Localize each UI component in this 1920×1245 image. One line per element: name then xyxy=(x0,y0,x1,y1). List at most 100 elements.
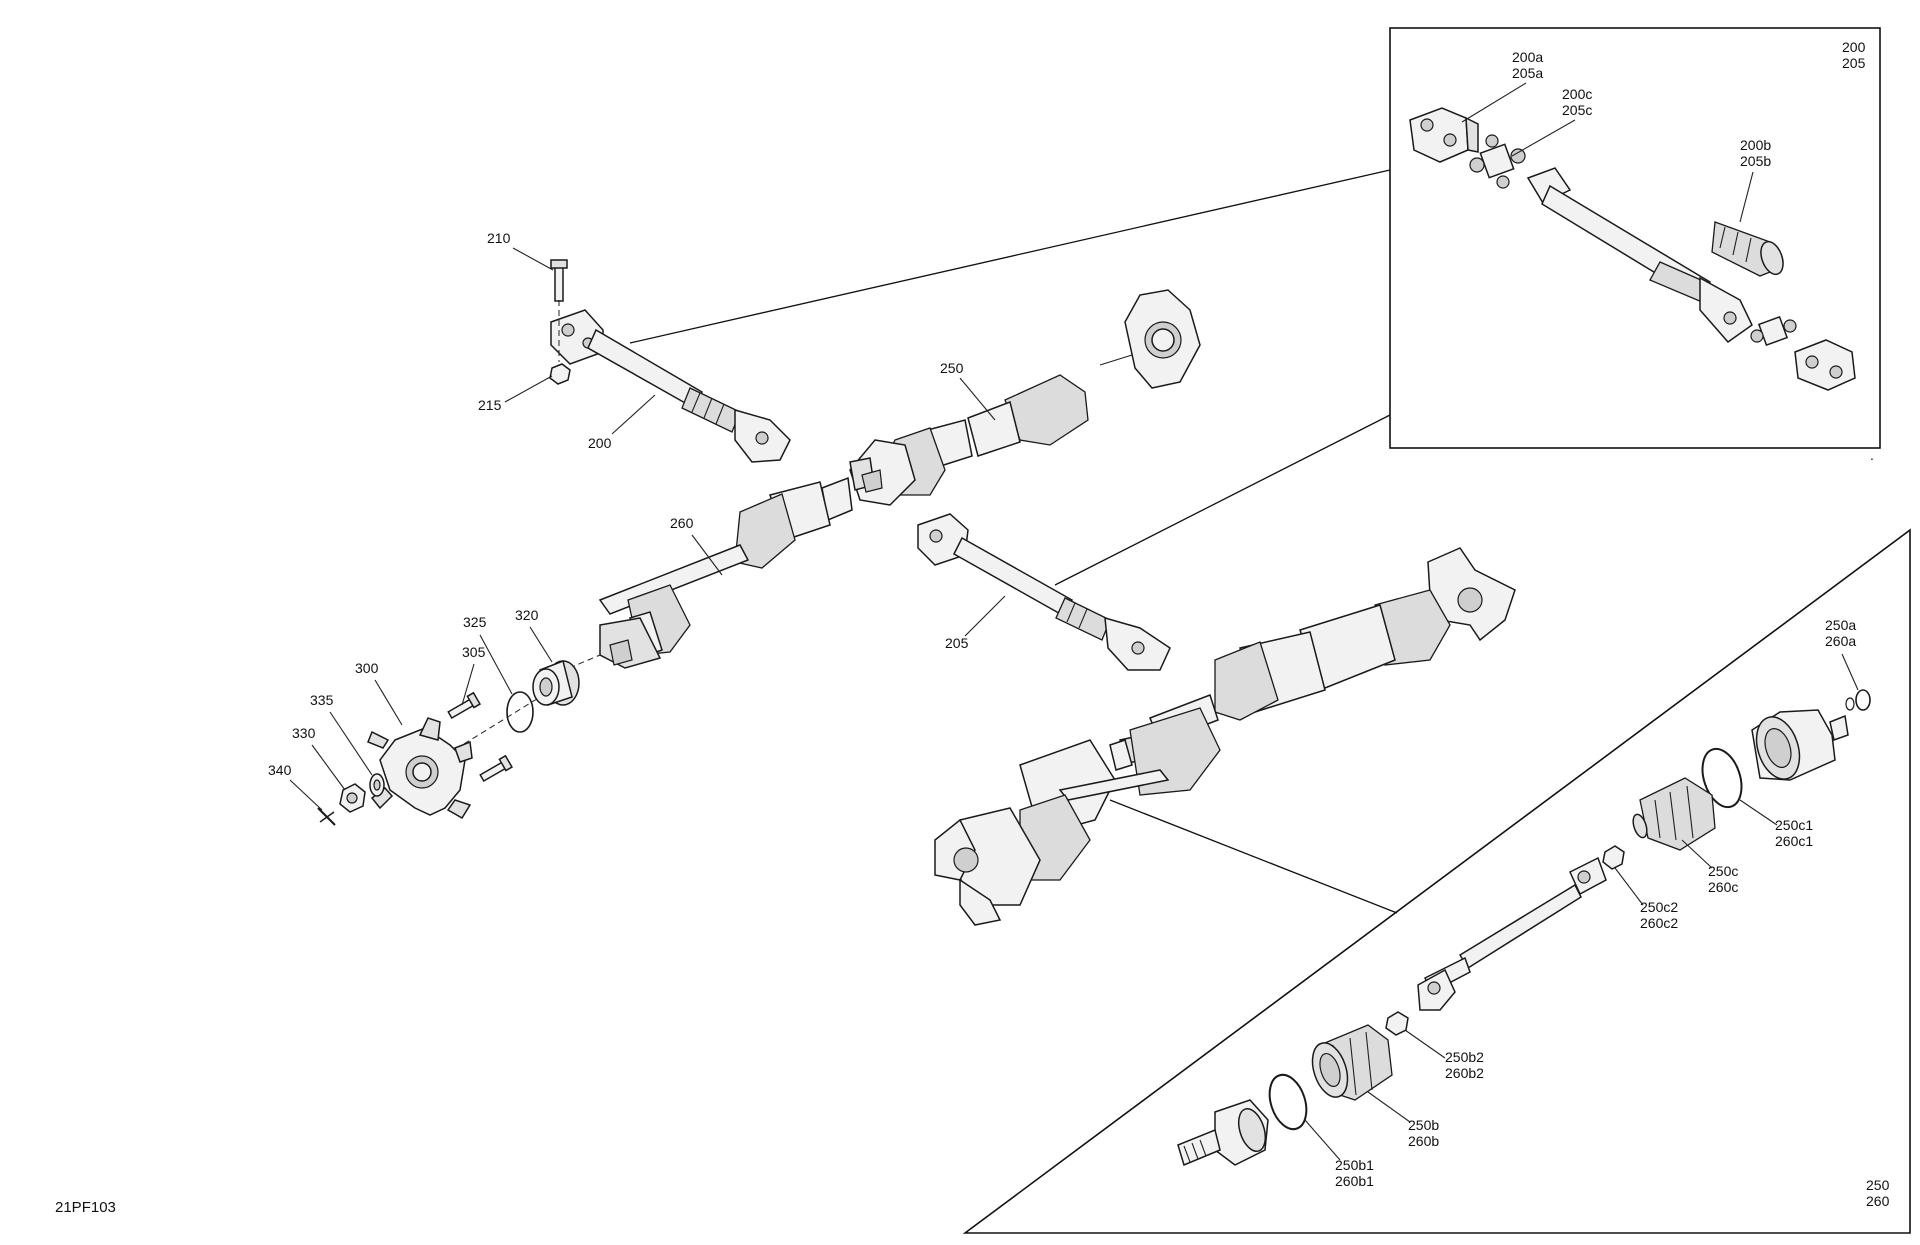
leader-250c2 xyxy=(1614,867,1644,906)
propshaft-body-inset xyxy=(1526,167,1753,344)
hub-300 xyxy=(367,717,473,820)
leader-300 xyxy=(374,679,403,726)
callout-215: 215 xyxy=(478,397,502,413)
leader-200a xyxy=(1461,82,1527,123)
callout-200: 200 xyxy=(588,435,612,451)
callout-250: 250 xyxy=(940,360,964,376)
leader-325 xyxy=(479,634,513,695)
callout-300: 300 xyxy=(355,660,379,676)
propshaft-assembly-205 xyxy=(917,513,1171,671)
callout-250b1-line2: 260b1 xyxy=(1335,1173,1374,1189)
callout-305: 305 xyxy=(462,644,486,660)
leader-340 xyxy=(289,779,323,811)
bolt-210 xyxy=(550,259,568,302)
inset-connector-axle xyxy=(1109,799,1398,914)
clamp-250b1 xyxy=(1268,1073,1308,1131)
leader-320 xyxy=(529,626,553,663)
inset-connector-line-lower xyxy=(1054,414,1391,586)
callout-200c-line1: 200c xyxy=(1562,86,1592,102)
callout-250b-line2: 260b xyxy=(1408,1133,1439,1149)
boot-250c xyxy=(1632,777,1716,851)
clamp-250c2 xyxy=(1602,845,1625,870)
drive-shaft-260 xyxy=(598,476,853,669)
callout-250c1-line1: 250c1 xyxy=(1775,817,1813,833)
callout-250a-line1: 250a xyxy=(1825,617,1856,633)
inset-connector-line-upper xyxy=(629,169,1391,344)
ujoint-cross-200c xyxy=(1469,134,1526,189)
callout-320: 320 xyxy=(515,607,539,623)
boot-part-200b xyxy=(1711,221,1784,277)
leader-205 xyxy=(964,595,1006,637)
callout-250b-line1: 250b xyxy=(1408,1117,1439,1133)
leader-260 xyxy=(691,534,723,576)
dash-axis-260 xyxy=(559,654,601,673)
nut-215 xyxy=(549,363,571,385)
leader-305 xyxy=(461,663,475,706)
callout-250b2-line2: 260b2 xyxy=(1445,1065,1484,1081)
leader-200b xyxy=(1739,171,1754,223)
leader-250c1 xyxy=(1739,799,1778,826)
leader-330 xyxy=(311,744,346,791)
callout-250c1-line2: 260c1 xyxy=(1775,833,1813,849)
bearing-320 xyxy=(532,659,580,706)
leader-250c xyxy=(1681,839,1713,869)
leader-250 xyxy=(959,377,996,421)
callout-250b2-line1: 250b2 xyxy=(1445,1049,1484,1065)
inset-corner-mark: . xyxy=(1870,447,1874,463)
leader-250a xyxy=(1841,653,1859,691)
ujoint-cross-inset-end xyxy=(1750,315,1797,347)
inset-bottom-ref-1: 250 xyxy=(1866,1177,1890,1193)
callout-200a-line2: 205a xyxy=(1512,65,1543,81)
leader-215 xyxy=(504,375,553,403)
callout-250a-line2: 260a xyxy=(1825,633,1856,649)
inset-frame-axle xyxy=(962,528,1911,1234)
callout-210: 210 xyxy=(487,230,511,246)
bolt-305-upper xyxy=(447,691,481,719)
figure-code: 21PF103 xyxy=(55,1199,116,1216)
yoke-part-200a xyxy=(1409,107,1479,163)
callout-200c-line2: 205c xyxy=(1562,102,1592,118)
cv-housing-inset-outer xyxy=(1751,709,1849,781)
axle-shaft-inset xyxy=(1417,856,1607,1011)
drive-shaft-250 xyxy=(849,289,1201,506)
callout-200a-line1: 200a xyxy=(1512,49,1543,65)
clamp-250c1 xyxy=(1701,747,1743,809)
callout-335: 335 xyxy=(310,692,334,708)
callout-250c2-line2: 260c2 xyxy=(1640,915,1678,931)
callout-250b1-line1: 250b1 xyxy=(1335,1157,1374,1173)
callout-330: 330 xyxy=(292,725,316,741)
callout-250c2-line1: 250c2 xyxy=(1640,899,1678,915)
leader-200c xyxy=(1511,119,1576,157)
callout-250c-line1: 250c xyxy=(1708,863,1738,879)
cv-joint-inset-inner xyxy=(1177,1099,1269,1167)
leader-250b1 xyxy=(1304,1119,1341,1161)
leader-250b xyxy=(1367,1091,1411,1123)
callout-260: 260 xyxy=(670,515,694,531)
leader-335 xyxy=(329,711,373,776)
leader-210 xyxy=(512,247,554,271)
nut-330 xyxy=(339,783,366,813)
callout-200b-line2: 205b xyxy=(1740,153,1771,169)
clamp-250b2 xyxy=(1385,1011,1409,1036)
callout-205: 205 xyxy=(945,635,969,651)
callout-340: 340 xyxy=(268,762,292,778)
leader-200 xyxy=(611,394,656,435)
propshaft-assembly-200 xyxy=(550,309,791,463)
inset-top-ref-2: 205 xyxy=(1842,55,1866,71)
circlip-325 xyxy=(506,691,534,733)
washer-335 xyxy=(369,773,385,797)
inset-top-ref-1: 200 xyxy=(1842,39,1866,55)
callout-200b-line1: 200b xyxy=(1740,137,1771,153)
yoke-inset-end xyxy=(1794,339,1856,391)
inset-frame-propshaft xyxy=(1389,27,1881,449)
callout-325: 325 xyxy=(463,614,487,630)
boot-250b xyxy=(1311,1024,1393,1101)
leader-250b2 xyxy=(1404,1029,1446,1059)
circlip-250a xyxy=(1845,689,1871,711)
cotter-pin-340 xyxy=(317,807,336,826)
drive-shaft-assembled-right xyxy=(934,547,1516,926)
bolt-305-lower xyxy=(479,754,513,782)
inset-bottom-ref-2: 260 xyxy=(1866,1193,1890,1209)
callout-250c-line2: 260c xyxy=(1708,879,1738,895)
